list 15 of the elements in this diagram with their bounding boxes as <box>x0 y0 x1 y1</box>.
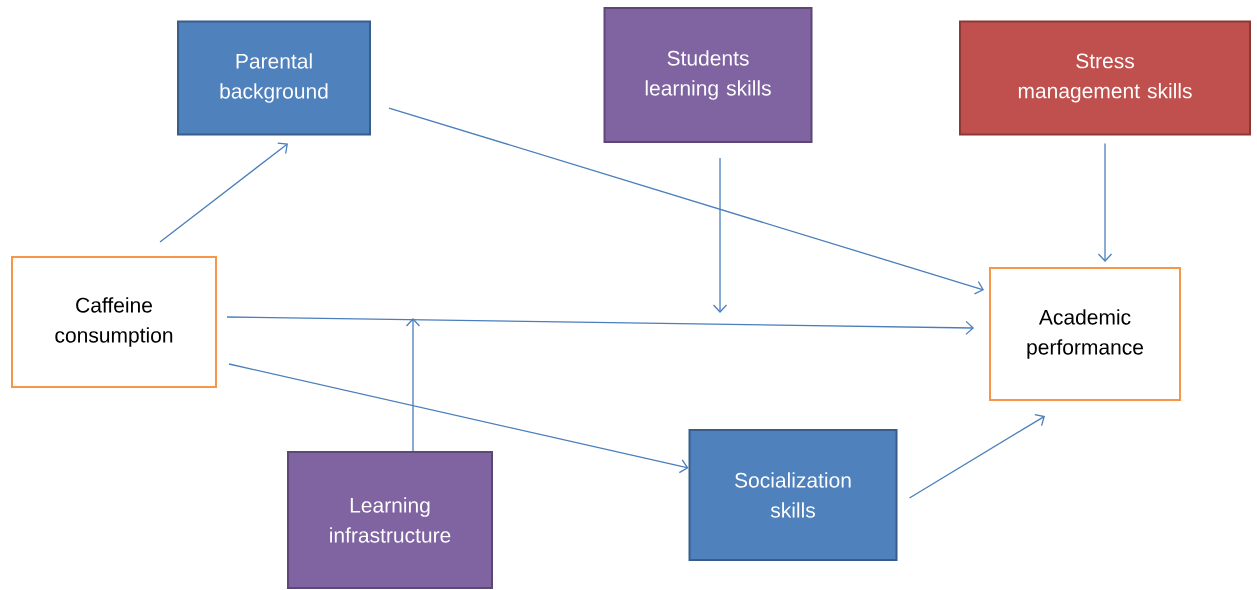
factor-box: Socialization skills <box>688 429 898 561</box>
factor-box: Students learning skills <box>603 7 813 143</box>
factor-box: Stress management skills <box>959 20 1251 136</box>
arrow <box>388 107 984 295</box>
arrow <box>405 318 421 452</box>
factor-box: Parental background <box>177 20 371 136</box>
factor-box: Learning infrastructure <box>287 451 493 589</box>
arrow <box>712 157 728 313</box>
variable-box: Academic performance <box>989 267 1181 401</box>
variable-box: Caffeine consumption <box>11 256 217 388</box>
arrow <box>1097 142 1113 262</box>
arrow <box>908 413 1045 499</box>
arrow <box>228 363 689 474</box>
arrow <box>159 142 288 243</box>
arrow <box>226 316 974 336</box>
